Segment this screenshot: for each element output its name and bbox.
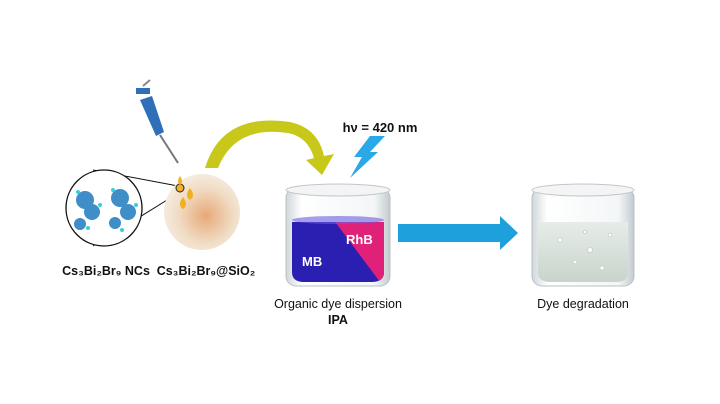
composite-label: Cs₃Bi₂Br₉@SiO₂ [156, 264, 256, 278]
rhb-label: RhB [346, 232, 373, 247]
nanocrystal-magnifier [65, 169, 181, 247]
light-wavelength-label: hν = 420 nm [342, 120, 418, 135]
degradation-label: Dye degradation [537, 297, 629, 311]
beaker-degraded [531, 183, 635, 287]
process-arrow [398, 216, 518, 250]
solvent-label: IPA [328, 313, 348, 327]
mb-label: MB [302, 254, 323, 269]
silica-powder [164, 174, 240, 250]
curved-arrow [205, 120, 334, 175]
lightning-icon [350, 136, 385, 178]
nanocrystals-label: Cs₃Bi₂Br₉ NCs [62, 264, 150, 278]
dispersion-label: Organic dye dispersion [274, 297, 402, 311]
pipette-icon [136, 79, 179, 164]
beaker-dye-dispersion [285, 183, 391, 287]
